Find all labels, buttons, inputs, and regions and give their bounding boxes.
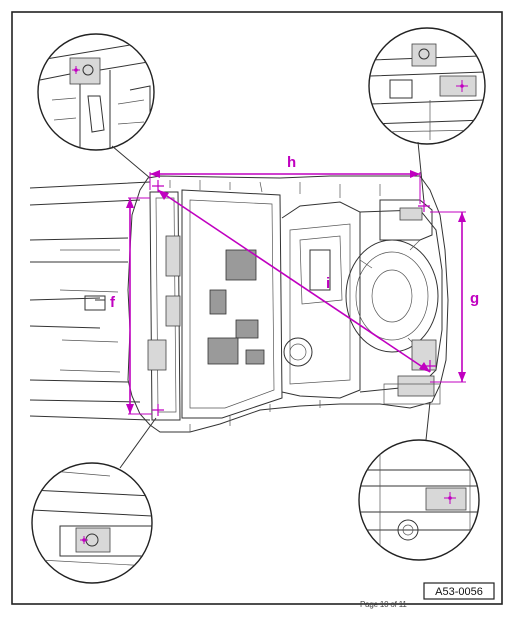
dimension-i: i [157, 189, 431, 373]
measuring-points [152, 180, 436, 416]
vehicle-underbody-drawing [29, 175, 449, 433]
detail-circle-top-right [368, 27, 486, 203]
dimension-g: g [430, 211, 479, 383]
dimension-f: f [110, 197, 152, 415]
reference-code-text: A53-0056 [435, 586, 483, 598]
dimension-h: h [149, 154, 421, 204]
dimension-f-label: f [110, 294, 116, 311]
dimension-i-label: i [326, 275, 330, 292]
figure-frame [11, 11, 503, 605]
dimension-h-label: h [287, 154, 296, 171]
detail-circle-top-left [37, 33, 155, 179]
detail-circle-bottom-right [358, 401, 480, 561]
detail-circle-bottom-left [31, 417, 157, 584]
page-footer: Page 10 of 11 [360, 600, 407, 609]
dimension-g-label: g [470, 290, 479, 307]
reference-code-label: A53-0056 [423, 582, 495, 600]
